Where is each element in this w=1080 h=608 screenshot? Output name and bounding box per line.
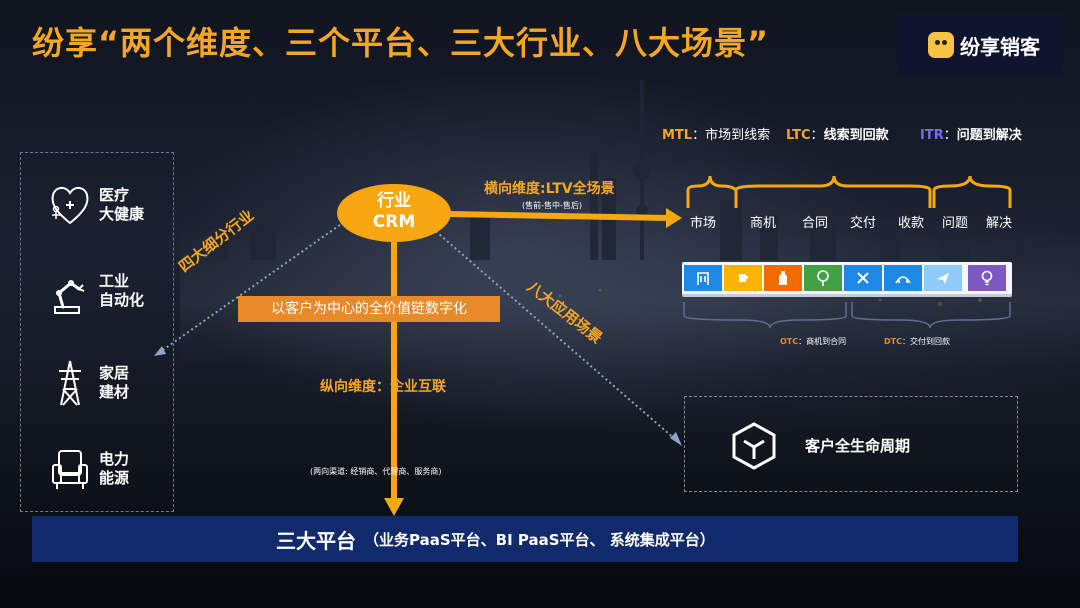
tree-icon: [814, 269, 832, 287]
sub-abbr: DTC: [884, 337, 902, 346]
sub-abbr: OTC: [780, 337, 798, 346]
crm-line1: 行业: [337, 191, 451, 212]
phase-abbr: MTL: [662, 128, 692, 143]
phase-text: 线索到回款: [824, 128, 889, 143]
phase-text: 问题到解决: [957, 128, 1022, 143]
lifecycle-label: 客户全生命周期: [805, 435, 910, 456]
stage-item: 收款: [898, 212, 924, 231]
diagonal-right-arrow: [432, 228, 676, 440]
scenario-tile: [924, 265, 962, 291]
scenario-tile: [764, 265, 802, 291]
sub-braces: [684, 302, 1010, 328]
scenario-tile: [684, 265, 722, 291]
phase-abbr: ITR: [920, 128, 944, 143]
scenario-tile: [844, 265, 882, 291]
cup-icon: [734, 269, 752, 287]
platform-subtitle: （业务PaaS平台、BI PaaS平台、 系统集成平台）: [364, 529, 715, 550]
sub-text: ：交付到回款: [902, 337, 950, 346]
lightbulb-icon: [978, 269, 996, 287]
phase-mtl: MTL：市场到线索: [662, 124, 770, 143]
phase-itr: ITR：问题到解决: [920, 124, 1022, 143]
vertical-arrow-head: [384, 498, 404, 516]
crm-line2: CRM: [337, 212, 451, 233]
phase-sep: ：: [944, 128, 957, 143]
stage-item: 商机: [750, 212, 776, 231]
stage-item: 市场: [690, 212, 716, 231]
bottle-icon: [774, 269, 792, 287]
phase-ltc: LTC：线索到回款: [786, 124, 889, 143]
phase-sep: ：: [692, 128, 705, 143]
stage-item: 交付: [850, 212, 876, 231]
scenario-tile: [968, 265, 1006, 291]
scenario-tile: [804, 265, 842, 291]
scenario-tile: [724, 265, 762, 291]
bridge-icon: [894, 269, 912, 287]
sub-label-otc: OTC：商机到合同: [780, 336, 846, 347]
phase-braces: [688, 176, 1010, 208]
stage-item: 问题: [942, 212, 968, 231]
diagonal-left-arrow: [160, 222, 344, 352]
sub-label-dtc: DTC：交付到回款: [884, 336, 950, 347]
plane-icon: [934, 269, 952, 287]
phase-sep: ：: [811, 128, 824, 143]
scenario-tile: [884, 265, 922, 291]
platform-bar: 三大平台 （业务PaaS平台、BI PaaS平台、 系统集成平台）: [32, 516, 1018, 562]
value-chain-banner: 以客户为中心的全价值链数字化: [238, 296, 500, 322]
vertical-dimension-sub: (两向渠道: 经销商、代理商、服务商): [310, 466, 441, 477]
tools-icon: [854, 269, 872, 287]
platform-title: 三大平台: [276, 525, 356, 554]
cube-icon: [729, 421, 779, 471]
diagonal-left-arrow-head: [154, 346, 166, 356]
building-icon: [694, 269, 712, 287]
horizontal-arrow: [450, 214, 668, 218]
phase-abbr: LTC: [786, 128, 811, 143]
horizontal-arrow-head: [666, 208, 682, 228]
phase-text: 市场到线索: [705, 128, 770, 143]
horizontal-dimension-label: 横向维度:LTV全场景: [484, 178, 615, 198]
stage-item: 解决: [986, 212, 1012, 231]
vertical-dimension-label: 纵向维度：企业互联: [320, 376, 446, 396]
customer-lifecycle-panel: 客户全生命周期: [684, 396, 1018, 492]
scenario-icon-strip: [682, 262, 1012, 294]
horizontal-dimension-sub: (售前-售中-售后): [522, 200, 582, 211]
industry-crm-node: 行业 CRM: [337, 184, 451, 242]
diagonal-right-arrow-head: [670, 432, 682, 446]
stage-item: 合同: [802, 212, 828, 231]
sub-text: ：商机到合同: [798, 337, 846, 346]
